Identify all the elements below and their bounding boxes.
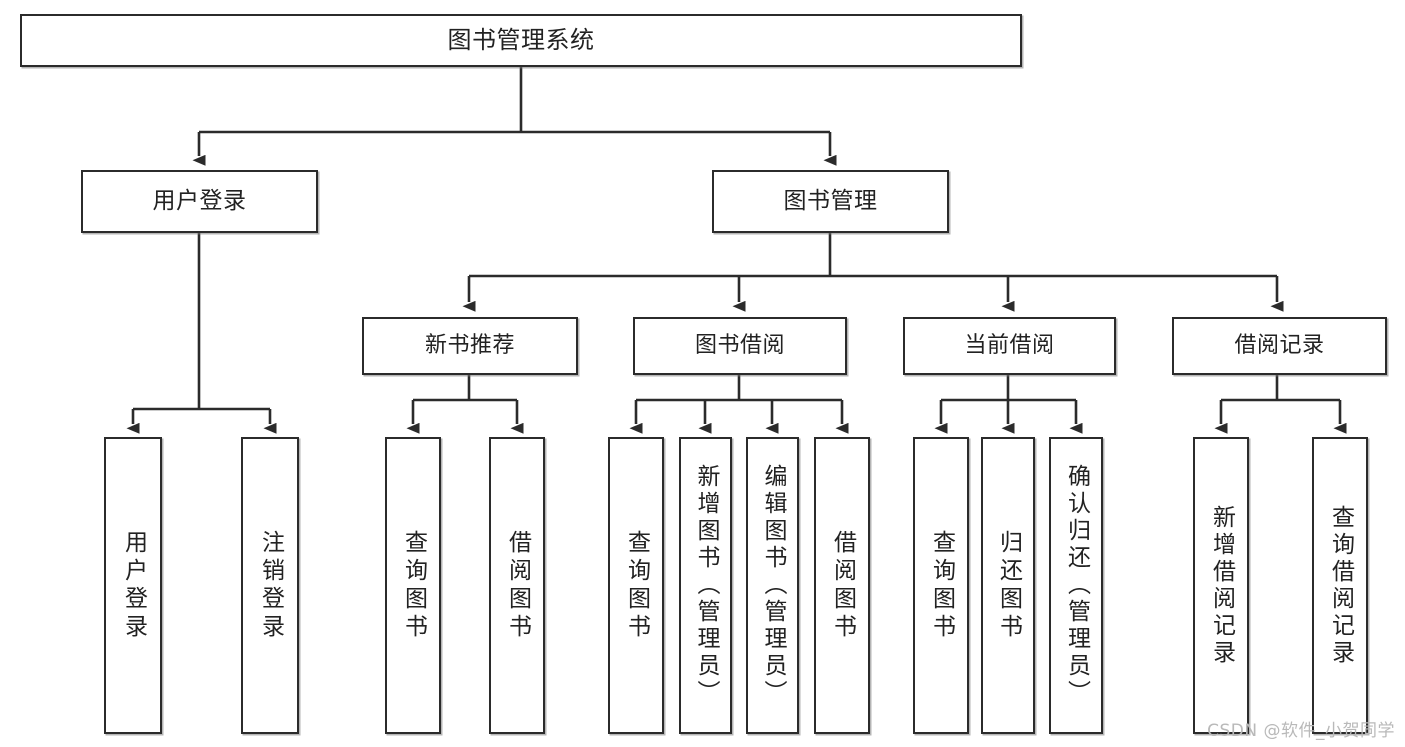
csdn-watermark: CSDN @软件_小贺同学	[1207, 721, 1395, 741]
node-leaf-query-book-2[interactable]: 查询图书	[608, 437, 664, 734]
node-book-management[interactable]: 图书管理	[712, 170, 949, 233]
node-current-borrow[interactable]: 当前借阅	[903, 317, 1116, 375]
node-leaf-add-borrow-record[interactable]: 新增借阅记录	[1193, 437, 1249, 734]
node-borrow-record[interactable]: 借阅记录	[1172, 317, 1387, 375]
node-leaf-borrow-book-2[interactable]: 借阅图书	[814, 437, 870, 734]
node-label: 查询借阅记录	[1327, 504, 1354, 667]
node-label: 注销登录	[257, 529, 284, 642]
node-user-login[interactable]: 用户登录	[81, 170, 318, 233]
node-label: 图书借阅	[694, 332, 785, 358]
node-label: 借阅图书	[504, 529, 531, 642]
node-label: 用户登录	[120, 529, 147, 642]
node-leaf-query-borrow-record[interactable]: 查询借阅记录	[1312, 437, 1368, 734]
node-label: 当前借阅	[964, 332, 1055, 358]
node-leaf-return-book[interactable]: 归还图书	[981, 437, 1035, 734]
node-label: 图书管理系统	[447, 25, 595, 54]
node-label: 确认归还（管理员）	[1063, 464, 1090, 707]
node-leaf-borrow-book-1[interactable]: 借阅图书	[489, 437, 545, 734]
node-label: 查询图书	[928, 529, 955, 642]
node-label: 查询图书	[623, 529, 650, 642]
node-leaf-logout[interactable]: 注销登录	[241, 437, 299, 734]
node-label: 用户登录	[152, 188, 247, 215]
node-label: 查询图书	[400, 529, 427, 642]
node-book-borrow[interactable]: 图书借阅	[633, 317, 847, 375]
node-label: 借阅记录	[1234, 332, 1325, 358]
node-label: 编辑图书（管理员）	[760, 464, 786, 707]
node-leaf-edit-book-admin[interactable]: 编辑图书（管理员）	[746, 437, 799, 734]
node-label: 新增借阅记录	[1208, 504, 1235, 667]
node-label: 新增图书（管理员）	[693, 464, 719, 707]
node-leaf-confirm-return-admin[interactable]: 确认归还（管理员）	[1049, 437, 1103, 734]
node-leaf-query-book-3[interactable]: 查询图书	[913, 437, 969, 734]
node-label: 借阅图书	[829, 529, 856, 642]
node-leaf-query-book-1[interactable]: 查询图书	[385, 437, 441, 734]
node-root-book-management-system[interactable]: 图书管理系统	[20, 14, 1022, 67]
node-label: 图书管理	[783, 188, 878, 215]
node-leaf-user-login[interactable]: 用户登录	[104, 437, 162, 734]
node-label: 归还图书	[995, 529, 1022, 642]
node-label: 新书推荐	[424, 332, 515, 358]
node-new-book-recommendation[interactable]: 新书推荐	[362, 317, 578, 375]
node-leaf-add-book-admin[interactable]: 新增图书（管理员）	[679, 437, 732, 734]
